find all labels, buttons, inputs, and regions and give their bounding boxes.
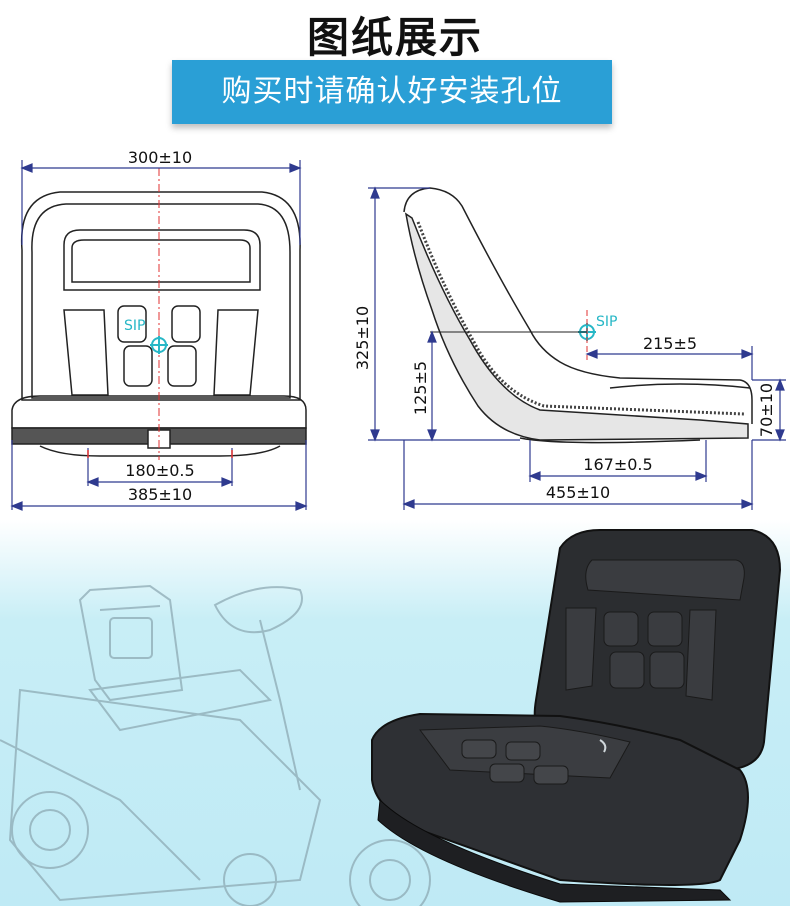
front-sip-marker bbox=[150, 336, 168, 354]
front-hole-spacing-label: 180±0.5 bbox=[125, 461, 194, 480]
front-width-bottom-label: 385±10 bbox=[128, 485, 192, 504]
seat-product-photo bbox=[371, 529, 782, 903]
side-seat-height-label: 125±5 bbox=[411, 361, 430, 415]
front-width-top-label: 300±10 bbox=[128, 148, 192, 167]
side-total-height-label: 325±10 bbox=[353, 306, 372, 370]
front-sip-label: SIP bbox=[124, 318, 145, 334]
side-sip-label: SIP bbox=[596, 314, 617, 330]
install-notice-banner: 购买时请确认好安装孔位 bbox=[172, 60, 612, 124]
side-view-drawing bbox=[403, 187, 753, 444]
page-title: 图纸展示 bbox=[306, 13, 483, 62]
side-sip-offset-label: 215±5 bbox=[643, 334, 697, 353]
side-front-height-label: 70±10 bbox=[757, 383, 776, 437]
side-hole-spacing-label: 167±0.5 bbox=[583, 455, 652, 474]
side-depth-label: 455±10 bbox=[546, 483, 610, 502]
side-dimensions bbox=[368, 186, 786, 510]
tractor-sketch-image bbox=[0, 584, 431, 906]
